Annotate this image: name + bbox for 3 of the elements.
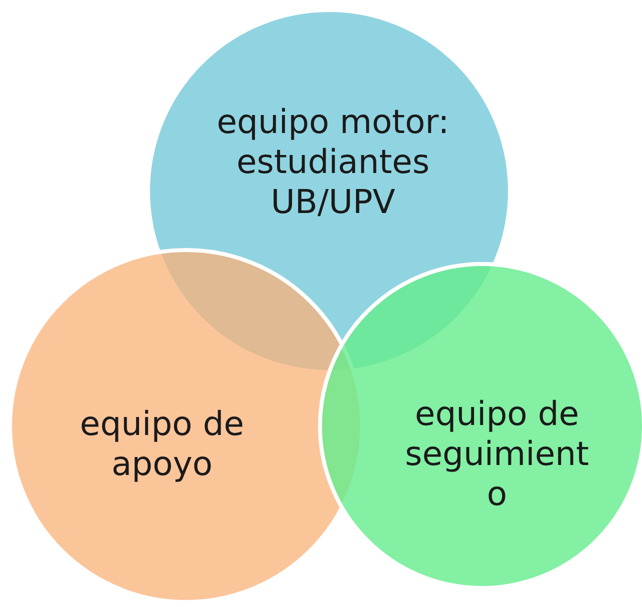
circle-label: equipo motor: estudiantes UB/UPV	[216, 102, 450, 222]
circle-label: equipo de seguimiento	[404, 394, 590, 514]
circle-label: equipo de apoyo	[78, 404, 246, 484]
